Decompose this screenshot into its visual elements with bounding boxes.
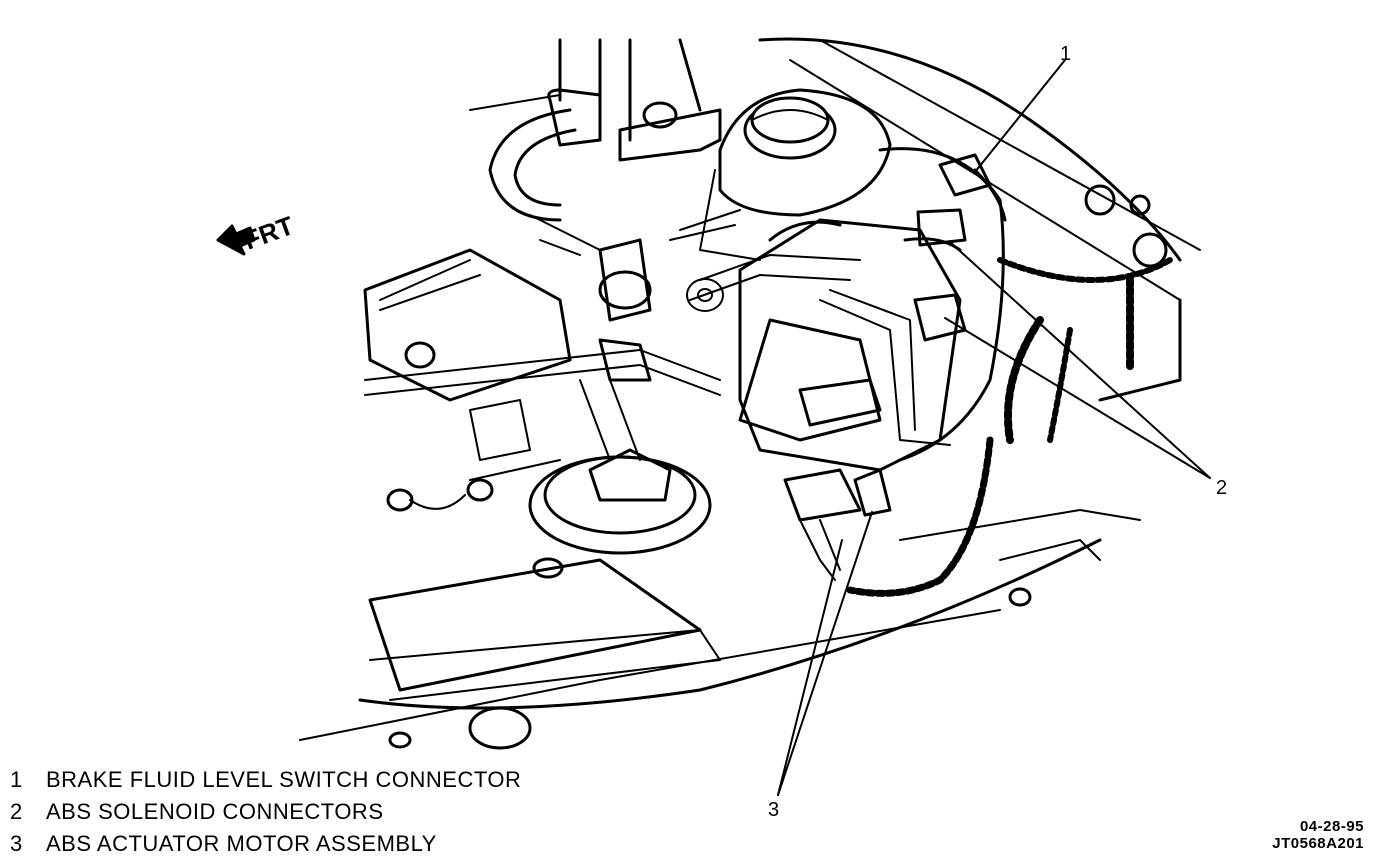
legend-label: ABS ACTUATOR MOTOR ASSEMBLY [46,831,437,856]
legend-item: 1 BRAKE FLUID LEVEL SWITCH CONNECTOR [10,764,521,796]
legend-item: 3 ABS ACTUATOR MOTOR ASSEMBLY [10,828,521,860]
callout-1: 1 [1060,43,1071,65]
radiator-support [299,538,1102,750]
master-cylinder-reservoir [699,88,892,261]
callout-3: 3 [768,799,779,821]
brake-lines [669,209,951,446]
wiring-harness [846,184,1173,597]
figure-stamp: 04-28-95 JT0568A201 [1272,818,1364,852]
intake-manifold [363,248,721,512]
fluid-level-switch-connector [938,153,1007,222]
front-indicator-label: FRT [240,210,298,256]
legend: 1 BRAKE FLUID LEVEL SWITCH CONNECTOR 2 A… [10,764,521,860]
legend-number: 2 [10,799,23,824]
legend-number: 1 [10,767,23,792]
legend-item: 2 ABS SOLENOID CONNECTORS [10,796,521,828]
callout-2: 2 [1216,477,1227,499]
vacuum-hose [469,94,577,222]
brake-booster [738,147,1005,472]
abs-actuator-motor [738,318,892,581]
legend-label: BRAKE FLUID LEVEL SWITCH CONNECTOR [46,767,522,792]
egr-valve [528,379,712,555]
stamp-figure-id: JT0568A201 [1272,835,1364,852]
callout-leaders [777,59,1211,796]
steering-column [547,38,722,162]
front-arrow-icon [216,224,256,256]
legend-label: ABS SOLENOID CONNECTORS [46,799,384,824]
stamp-date: 04-28-95 [1299,818,1364,835]
throttle-body [529,214,652,322]
firewall-outline [758,37,1201,561]
legend-number: 3 [10,831,23,856]
